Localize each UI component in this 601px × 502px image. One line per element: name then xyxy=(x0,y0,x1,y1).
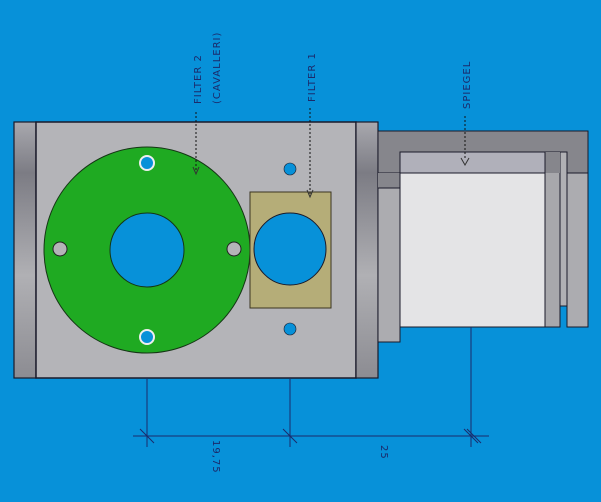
mirror-label: SPIEGEL xyxy=(462,61,473,109)
filter-1-aperture xyxy=(253,212,327,286)
center-aperture xyxy=(109,212,185,288)
mount-hole xyxy=(52,241,68,257)
arrow-icon xyxy=(192,166,200,176)
left-end-cap xyxy=(13,121,37,379)
filter-1 xyxy=(249,162,332,336)
filter-1-label: FILTER 1 xyxy=(307,52,318,102)
arrow-icon xyxy=(306,189,314,199)
filter-2-label: FILTER 2 xyxy=(193,54,204,104)
mirror-housing xyxy=(377,130,589,343)
mount-hole xyxy=(139,329,155,345)
dimension-19-75: 19,75 xyxy=(210,440,221,474)
dimension-lines xyxy=(133,327,489,447)
dimension-25: 25 xyxy=(378,445,389,460)
mirror xyxy=(399,172,546,328)
mount-hole xyxy=(139,155,155,171)
filter-2-wheel xyxy=(43,146,251,354)
filter-2-sublabel: (CAVALLERI) xyxy=(212,32,223,104)
mount-hole xyxy=(226,241,242,257)
mirror-top-strip xyxy=(399,151,546,174)
screw-hole xyxy=(283,162,297,176)
arrow-icon xyxy=(460,157,470,167)
screw-hole xyxy=(283,322,297,336)
right-end-cap xyxy=(355,121,379,379)
